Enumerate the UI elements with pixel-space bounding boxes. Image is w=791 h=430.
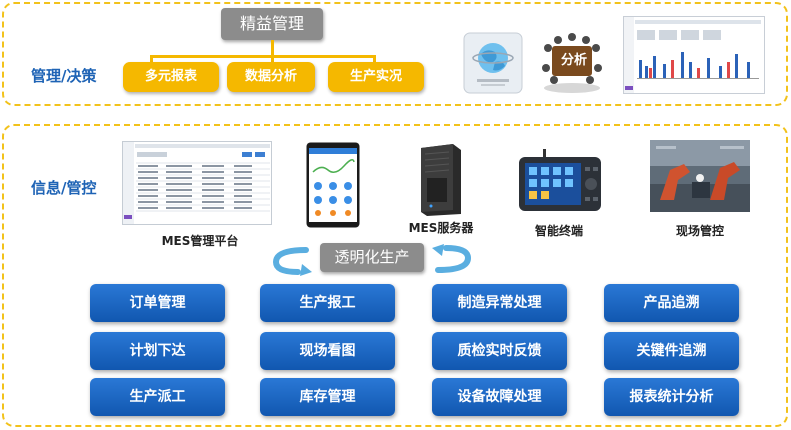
manufacturing-exception-box: 制造异常处理 <box>432 284 567 322</box>
info-control-section <box>2 124 788 427</box>
mes-platform-caption: MES管理平台 <box>161 234 239 248</box>
production-assignment-box: 生产派工 <box>90 378 225 416</box>
factory-floor-photo <box>650 140 750 212</box>
tree-connector-left <box>150 55 153 65</box>
production-report-box: 生产报工 <box>260 284 395 322</box>
data-analysis-box: 数据分析 <box>227 62 315 92</box>
analysis-badge: 分析 <box>560 53 587 68</box>
mobile-app-screenshot <box>306 142 360 228</box>
report-statistics-box: 报表统计分析 <box>604 378 739 416</box>
tree-connector-vertical <box>271 40 274 56</box>
multi-report-box: 多元报表 <box>123 62 219 92</box>
mes-platform-screenshot <box>122 141 272 225</box>
tree-connector-right <box>373 55 376 65</box>
smart-terminal-caption: 智能终端 <box>534 224 583 238</box>
key-part-trace-box: 关键件追溯 <box>604 332 739 370</box>
management-section-label: 管理/决策 <box>31 67 97 85</box>
lean-management-root: 精益管理 <box>221 8 323 40</box>
transparent-production-box: 透明化生产 <box>320 243 424 272</box>
mes-server-caption: MES服务器 <box>408 221 474 235</box>
tree-connector-horizontal <box>150 55 376 58</box>
smart-terminal-icon <box>519 149 601 211</box>
inventory-management-box: 库存管理 <box>260 378 395 416</box>
product-trace-box: 产品追溯 <box>604 284 739 322</box>
onsite-drawing-box: 现场看图 <box>260 332 395 370</box>
production-live-box: 生产实况 <box>328 62 424 92</box>
plan-dispatch-box: 计划下达 <box>90 332 225 370</box>
server-icon <box>421 144 461 216</box>
quality-feedback-box: 质检实时反馈 <box>432 332 567 370</box>
report-dashboard-screenshot <box>623 16 765 94</box>
management-section <box>2 2 788 106</box>
cycle-arrow-left-icon <box>272 247 312 276</box>
cycle-arrow-right-icon <box>432 244 472 273</box>
analysis-meeting-icon <box>542 33 602 93</box>
tree-connector-middle <box>271 55 274 65</box>
field-control-caption: 现场管控 <box>675 224 724 238</box>
order-management-box: 订单管理 <box>90 284 225 322</box>
info-control-section-label: 信息/管控 <box>31 179 97 197</box>
equipment-fault-box: 设备故障处理 <box>432 378 567 416</box>
globe-app-icon <box>463 32 523 94</box>
